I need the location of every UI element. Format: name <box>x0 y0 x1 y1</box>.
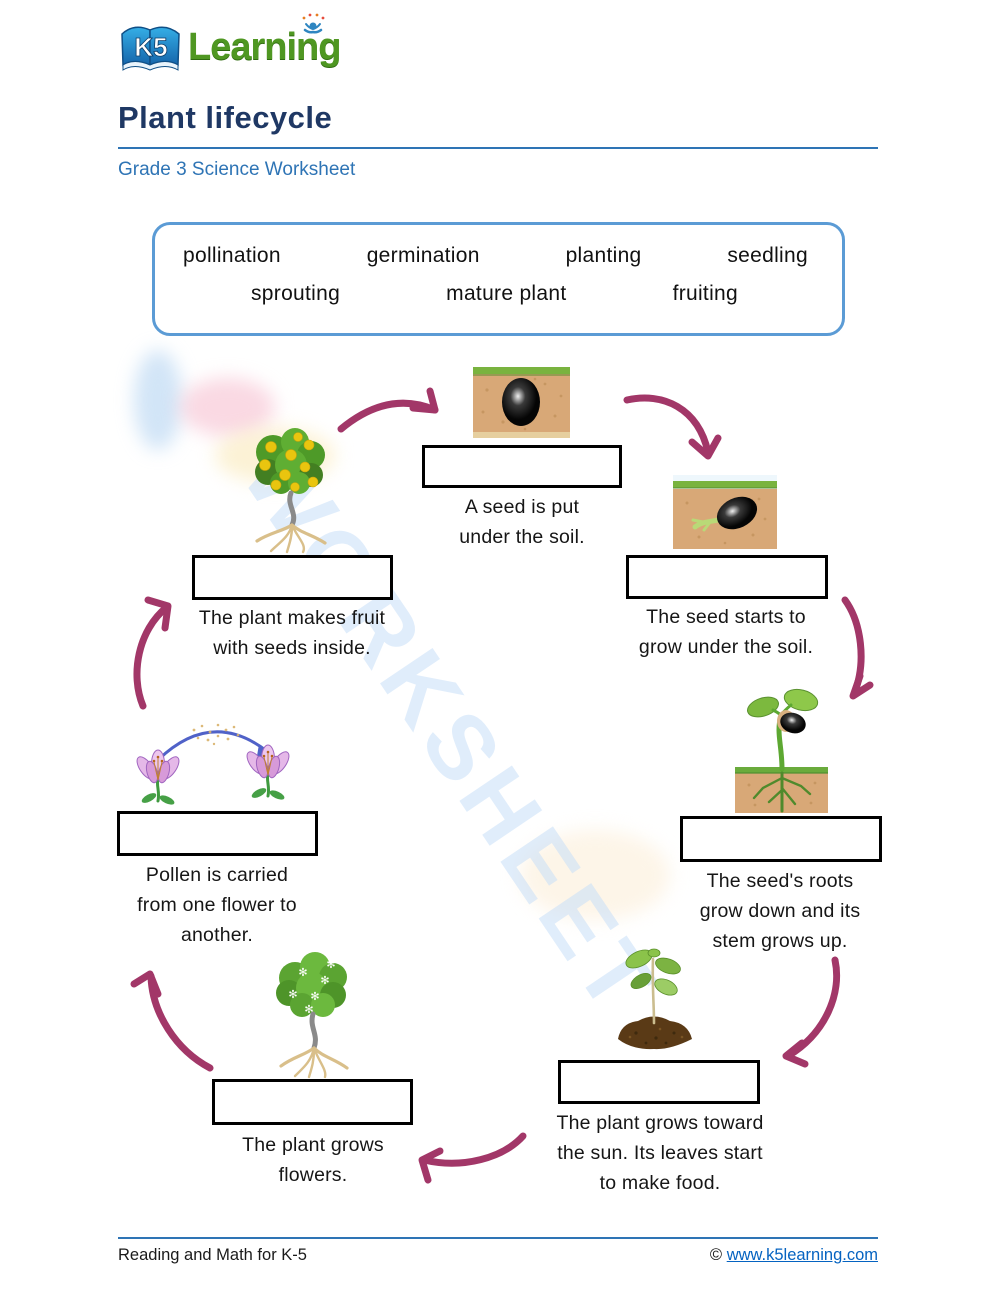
svg-text:✻: ✻ <box>326 958 335 971</box>
svg-text:✻: ✻ <box>320 974 329 987</box>
word-bank-box: pollination germination planting seedlin… <box>152 222 845 336</box>
title-divider <box>118 147 878 149</box>
page-title: Plant lifecycle <box>118 100 333 135</box>
arrow-sprouting-to-seedling <box>782 956 841 1068</box>
caption-planting: A seed is put under the soil. <box>459 496 585 548</box>
flowering-plant-illustration: ✻✻✻ ✻✻✻ <box>276 952 349 1079</box>
svg-text:✻: ✻ <box>288 988 297 1001</box>
word-fruiting: fruiting <box>672 282 738 305</box>
copyright-symbol: © <box>709 1246 723 1264</box>
arrow-pollination-to-fruiting <box>133 596 172 710</box>
answer-box-sprouting[interactable] <box>680 816 882 862</box>
footer-copyright: © www.k5learning.com <box>710 1246 878 1265</box>
young-plant-illustration <box>618 948 692 1050</box>
word-pollination: pollination <box>183 244 281 267</box>
word-germination: germination <box>366 244 480 267</box>
word-seedling: seedling <box>727 244 808 267</box>
caption-flowering: The plant grows flowers. <box>242 1134 384 1186</box>
pollination-illustration <box>136 723 290 805</box>
caption-pollination: Pollen is carried from one flower to ano… <box>137 864 297 946</box>
caption-sprouting: The seed's roots grow down and its stem … <box>699 870 861 952</box>
background-smudge <box>134 350 182 450</box>
k5-learning-logo: K5 Learning <box>118 13 341 76</box>
answer-box-pollination[interactable] <box>117 811 318 856</box>
k5learning-link[interactable]: www.k5learning.com <box>726 1246 878 1264</box>
worksheet-subtitle: Grade 3 Science Worksheet <box>118 159 356 180</box>
answer-box-planting[interactable] <box>422 445 622 488</box>
germinating-seed-illustration <box>673 475 777 549</box>
answer-box-germination[interactable] <box>626 555 828 599</box>
answer-box-fruiting[interactable] <box>192 555 393 600</box>
svg-text:✻: ✻ <box>310 990 319 1003</box>
caption-fruiting: The plant makes fruit with seeds inside. <box>198 607 386 659</box>
arrow-germination-to-sprouting <box>841 596 874 700</box>
sprouting-seedling-illustration <box>735 688 828 813</box>
word-mature-plant: mature plant <box>446 282 567 305</box>
footer-divider <box>118 1237 878 1239</box>
word-planting: planting <box>565 244 642 267</box>
background-smudge <box>520 830 670 920</box>
logo-person-icon <box>302 13 325 34</box>
arrow-flowering-to-pollination <box>130 970 214 1072</box>
answer-box-flowering[interactable] <box>212 1079 413 1125</box>
background-smudge <box>180 378 275 436</box>
svg-text:✻: ✻ <box>304 1003 313 1016</box>
caption-seedling: The plant grows toward the sun. Its leav… <box>556 1112 764 1194</box>
seed-in-soil-illustration <box>473 367 570 438</box>
word-sprouting: sprouting <box>251 282 341 305</box>
logo-k5-text: K5 <box>134 32 167 62</box>
fruit-tree-illustration <box>255 428 327 554</box>
caption-germination: The seed starts to grow under the soil. <box>638 606 814 658</box>
arrow-seedling-to-flowering <box>418 1132 527 1184</box>
footer-tagline: Reading and Math for K-5 <box>118 1246 307 1264</box>
arrow-fruiting-to-planting <box>337 387 439 433</box>
answer-box-seedling[interactable] <box>558 1060 760 1104</box>
k5-book-icon: K5 <box>121 26 180 71</box>
svg-text:✻: ✻ <box>298 966 307 979</box>
arrow-planting-to-germination <box>623 394 722 460</box>
